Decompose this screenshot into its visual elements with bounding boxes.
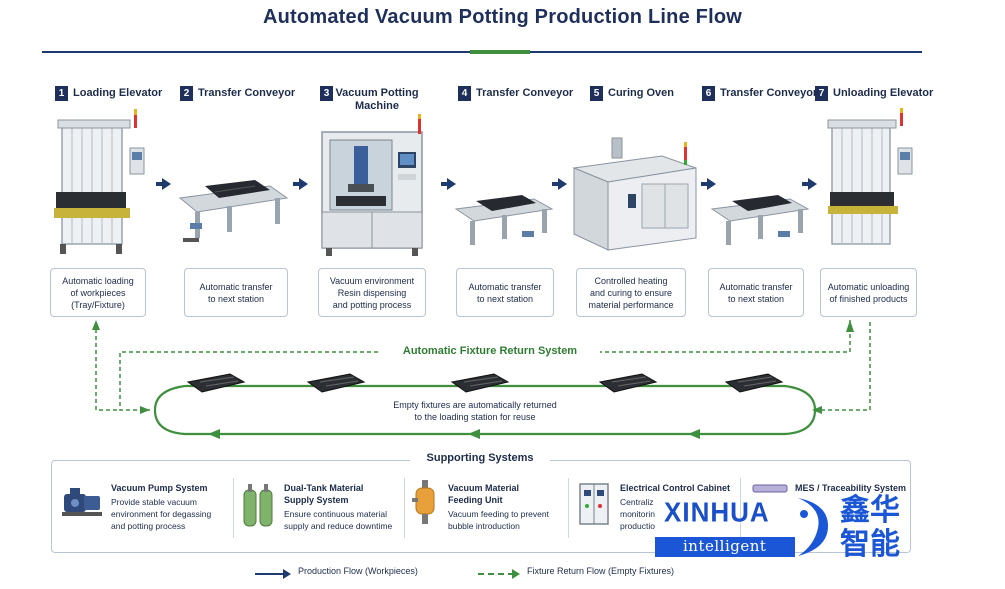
flow-arrow-stem — [802, 182, 808, 186]
station-number: 6 — [702, 86, 715, 101]
station-description: Automatic transfer to next station — [456, 268, 554, 317]
empty-fixture-tray-icon — [306, 373, 366, 393]
support-divider — [740, 478, 741, 538]
empty-fixture-tray-icon — [598, 373, 658, 393]
loading-elevator-icon — [54, 109, 145, 254]
support-item-name: Vacuum Pump System — [111, 483, 208, 493]
flow-arrow-stem — [441, 182, 447, 186]
station-name: Unloading Elevator — [833, 87, 934, 99]
empty-fixture-tray-icon — [450, 373, 510, 393]
flow-arrow-stem — [552, 182, 558, 186]
support-item-desc: Centraliz monitorin productio — [620, 497, 655, 531]
station-number: 4 — [458, 86, 471, 101]
empty-fixture-tray-icon — [724, 373, 784, 393]
logo-cn-top: 鑫华 — [840, 493, 900, 528]
return-system-label: Automatic Fixture Return System — [380, 345, 600, 357]
support-divider — [404, 478, 405, 538]
support-item-name: Dual-Tank Material Supply System — [284, 483, 364, 505]
station-name: Transfer Conveyor — [720, 87, 818, 99]
flow-arrow-stem — [156, 182, 162, 186]
xinhua-swirl-icon — [798, 498, 828, 556]
support-item-desc: Ensure continuous material supply and re… — [284, 509, 393, 531]
station-number: 1 — [55, 86, 68, 101]
station-number: 7 — [815, 86, 828, 101]
legend-solid-line — [255, 573, 285, 575]
flow-arrow-stem — [701, 182, 707, 186]
station-name: Curing Oven — [608, 87, 675, 99]
station-name: Loading Elevator — [73, 87, 163, 99]
legend-arrow-icon — [512, 569, 520, 579]
station-description: Automatic unloading of finished products — [820, 268, 917, 317]
flow-arrow-stem — [293, 182, 299, 186]
legend-arrow-icon — [283, 569, 291, 579]
dual-tank-icon — [243, 484, 273, 527]
support-divider — [233, 478, 234, 538]
logo-intelligent: intelligent — [683, 537, 767, 555]
support-item-name: Electrical Control Cabinet — [620, 483, 731, 493]
support-item-name: Vacuum Material Feeding Unit — [448, 483, 520, 505]
station-number: 5 — [590, 86, 603, 101]
vacuum-pump-icon — [62, 488, 102, 516]
title-accent — [470, 50, 530, 54]
flow-arrow-icon — [808, 178, 817, 190]
control-cabinet-icon — [579, 483, 609, 525]
station-description: Automatic transfer to next station — [184, 268, 288, 317]
station-name: Transfer Conveyor — [198, 87, 296, 99]
flow-arrow-icon — [299, 178, 308, 190]
station-name: Vacuum Potting Machine — [335, 87, 419, 112]
legend-dashed-line — [478, 573, 514, 575]
transfer-conveyor-icon — [710, 195, 810, 245]
page-title: Automated Vacuum Potting Production Line… — [263, 6, 742, 28]
transfer-conveyor-icon — [178, 180, 289, 242]
legend-fixture-return-flow: Fixture Return Flow (Empty Fixtures) — [527, 566, 675, 576]
station-description: Controlled heating and curing to ensure … — [576, 268, 686, 317]
station-description: Automatic loading of workpieces (Tray/Fi… — [50, 268, 146, 317]
station-description: Automatic transfer to next station — [708, 268, 804, 317]
unloading-elevator-icon — [827, 108, 913, 245]
station-number: 3 — [320, 86, 333, 101]
logo-intelligent-bar — [655, 537, 795, 557]
mes-icon — [752, 484, 788, 493]
support-divider — [568, 478, 569, 538]
flow-arrow-icon — [162, 178, 171, 190]
transfer-conveyor-icon — [454, 195, 554, 245]
curing-oven-icon — [572, 137, 697, 251]
return-system-description: Empty fixtures are automatically returne… — [393, 400, 557, 422]
flow-arrow-icon — [558, 178, 567, 190]
flow-arrow-icon — [447, 178, 456, 190]
potting-machine-icon — [321, 114, 423, 256]
station-name: Transfer Conveyor — [476, 87, 574, 99]
logo-xinhua: XINHUA — [664, 496, 770, 528]
station-number: 2 — [180, 86, 193, 101]
flow-arrow-icon — [707, 178, 716, 190]
supporting-systems-title: Supporting Systems — [410, 452, 550, 464]
support-item-desc: Vacuum feeding to prevent bubble introdu… — [448, 509, 549, 531]
support-item-desc: Provide stable vacuum environment for de… — [111, 497, 212, 531]
support-item-name: MES / Traceability System — [795, 483, 907, 493]
legend-production-flow: Production Flow (Workpieces) — [298, 566, 418, 576]
empty-fixture-tray-icon — [186, 373, 246, 393]
feeding-unit-icon — [412, 480, 435, 524]
station-description: Vacuum environment Resin dispensing and … — [318, 268, 426, 317]
logo-cn-bottom: 智能 — [840, 527, 900, 562]
